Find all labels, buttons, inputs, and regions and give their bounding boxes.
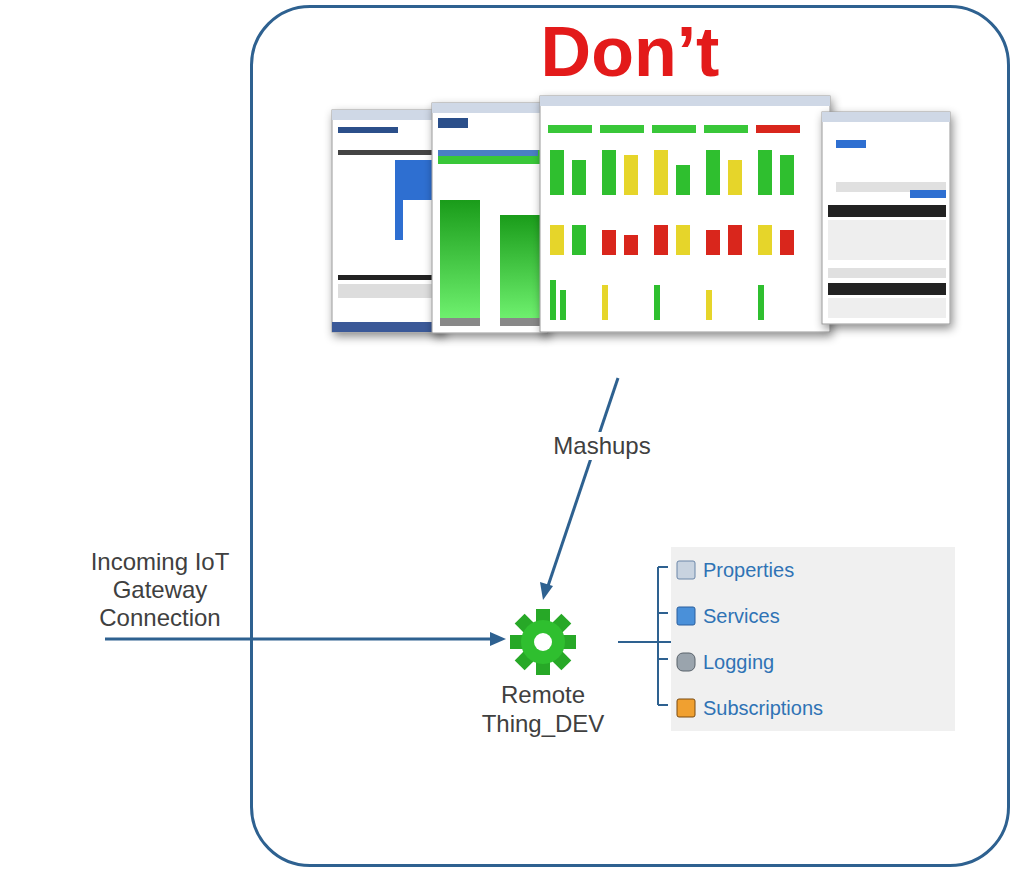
heading: Don’t	[253, 12, 1007, 92]
item-icon	[675, 605, 697, 627]
list-item: Properties	[671, 547, 955, 593]
list-item: Subscriptions	[671, 685, 955, 731]
mashup-arrow	[540, 378, 618, 600]
gear-icon	[509, 608, 577, 676]
gateway-arrow	[105, 632, 506, 646]
connector	[618, 642, 671, 643]
arrow-label: Mashups	[540, 432, 664, 460]
item-icon	[675, 651, 697, 673]
remote-thing: Remote Thing_DEV	[468, 608, 618, 738]
item-text: Logging	[703, 650, 774, 674]
item-text: Subscriptions	[703, 696, 823, 720]
tree-bracket	[658, 567, 668, 705]
list-item: Logging	[671, 639, 955, 685]
node-label: Remote Thing_DEV	[468, 680, 618, 738]
item-icon	[675, 559, 697, 581]
list-item: Services	[671, 593, 955, 639]
feature-list: PropertiesServicesLoggingSubscriptions	[671, 547, 955, 731]
item-text: Properties	[703, 558, 794, 582]
connection-label: Incoming IoT Gateway Connection	[75, 548, 245, 632]
item-icon	[675, 697, 697, 719]
item-text: Services	[703, 604, 780, 628]
mashup-screenshots	[332, 96, 950, 333]
